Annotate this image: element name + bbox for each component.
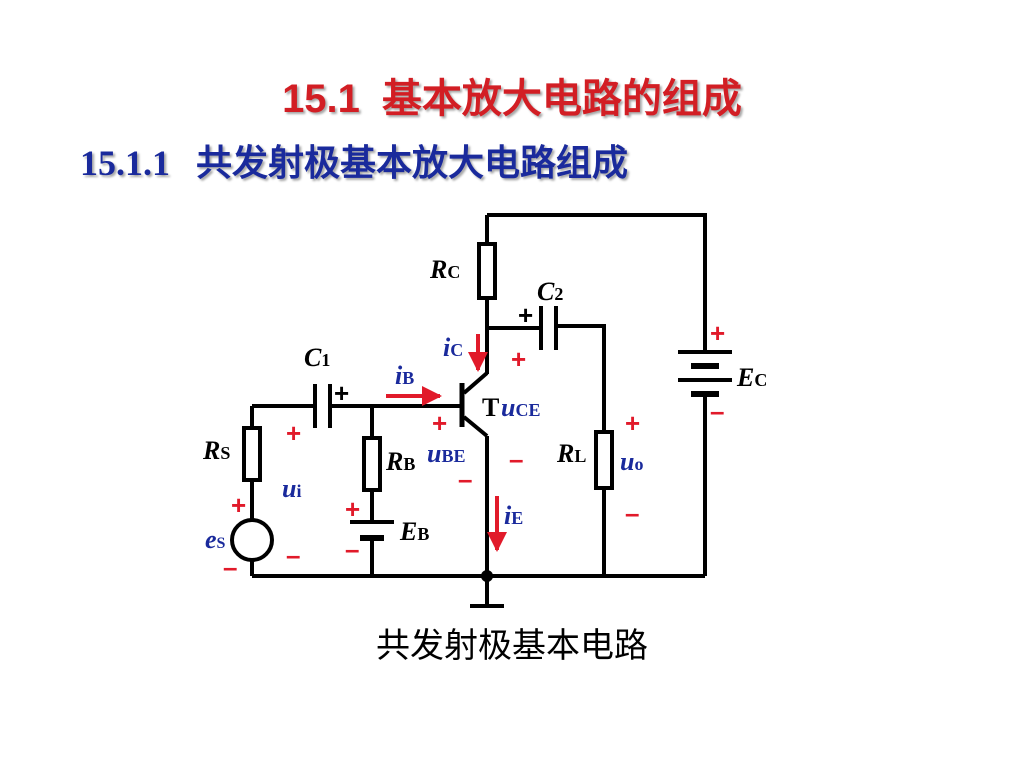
batteries [350,350,732,541]
section-number: 15.1.1 [80,143,170,183]
wire-top-rail [487,213,707,350]
signal-source-es [230,518,274,562]
labels: RC C2 C1 iC iB T uCE uBE RS RB RL uo ui … [202,255,767,554]
label-rs: RS [202,436,230,465]
label-rl: RL [556,439,586,468]
label-es: eS [205,525,226,554]
section-text: 共发射极基本放大电路组成 [196,143,629,184]
label-ui: ui [282,474,301,503]
label-uce: uCE [501,393,540,422]
sign-ube-minus: – [458,464,472,494]
current-arrows [386,334,507,552]
title-number: 15.1 [282,77,360,121]
sign-ui-plus: + [286,418,301,448]
label-eb: EB [399,517,429,546]
label-c1: C1 [304,343,330,372]
resistor-rs [242,426,262,482]
ground-node [481,570,493,582]
sign-uce-minus: – [509,444,523,474]
sign-ec-plus: + [710,318,725,348]
label-uo: uo [620,447,643,476]
label-transistor: T [482,393,499,422]
resistors [242,242,614,492]
capacitors [313,306,558,428]
sign-c1-plus: + [334,378,349,408]
label-ic: iC [443,333,463,362]
sign-eb-minus: – [345,534,359,564]
label-rb: RB [385,447,415,476]
transistor-collector [462,371,489,395]
resistor-rc [477,242,497,300]
label-rc: RC [429,255,460,284]
sign-uo-minus: – [625,498,639,528]
label-ec: EC [736,363,767,392]
sign-eb-plus: + [345,494,360,524]
sign-ui-minus: – [286,540,300,570]
resistor-rb [362,436,382,492]
sign-ec-minus: – [710,396,724,426]
sign-es-minus: – [223,552,237,582]
sign-es-plus: + [231,490,246,520]
label-ube: uBE [427,439,465,468]
label-ib: iB [395,361,414,390]
wire-c2-rl [556,324,606,432]
resistor-rl [594,430,614,490]
label-c2: C2 [537,277,563,306]
page-title: 15.1 基本放大电路的组成 [0,66,1024,124]
title-text: 基本放大电路的组成 [381,77,742,121]
polarity-signs: + + + – + – + – + – + – + – + – [223,300,725,582]
transistor-emitter [462,415,489,438]
sign-uo-plus: + [625,408,640,438]
sign-uce-plus: + [511,344,526,374]
sign-c2-plus: + [518,300,533,330]
figure-caption: 共发射极基本电路 [376,626,648,666]
sign-ube-plus: + [432,408,447,438]
label-ie: iE [504,501,523,530]
section-heading: 15.1.1 共发射极基本放大电路组成 [80,134,628,186]
